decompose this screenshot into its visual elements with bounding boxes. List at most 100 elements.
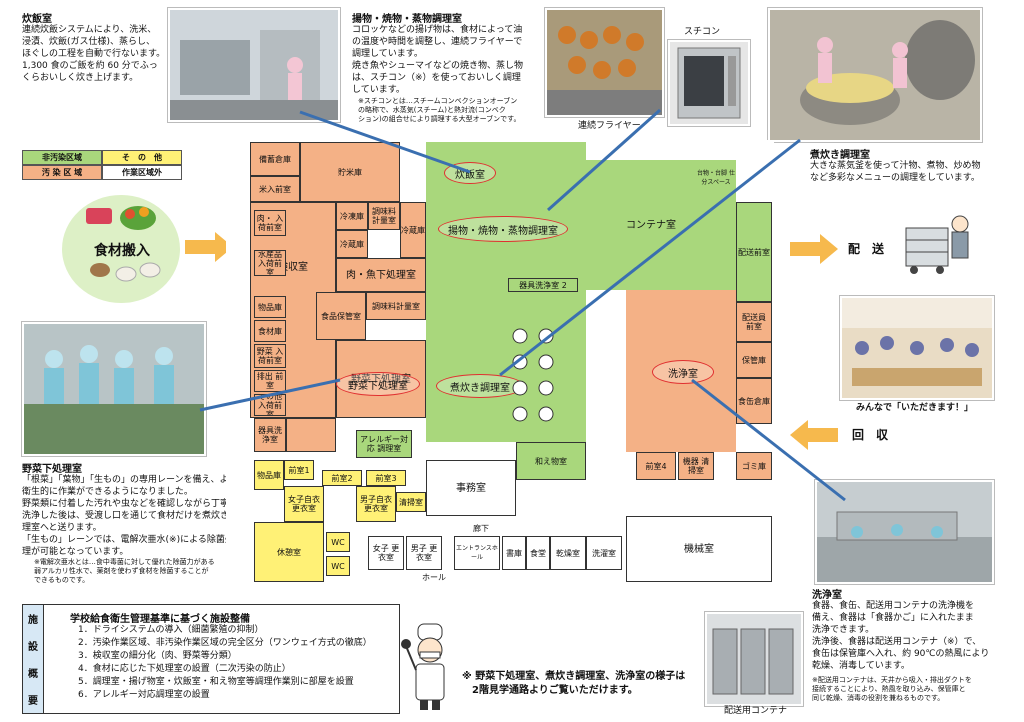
container-caption: 配送用コンテナ [724,706,788,716]
facility-item-4: 4．食材に応じた下処理室の設置（二次汚染の防止） [78,664,291,674]
room-seiso: 清掃室 [396,492,426,512]
room-chozo: 貯米庫 [300,142,400,202]
room-niku: 肉・魚下処理室 [336,258,426,292]
room-wc1: WC [326,532,350,552]
wash-description: 食器、食缶、配送用コンテナの洗浄機を 備え、食器は「食器かご」に入れたまま 洗浄… [812,601,990,671]
room-nitaki [426,272,586,442]
room-kansou: 乾燥室 [550,536,586,570]
room-mono1: 物品庫 [254,296,286,318]
fryer-photo [545,8,664,117]
food-in-label: 食材搬入 [94,243,150,259]
room-kome: 米入前室 [250,176,300,202]
room-reizo2: 冷蔵庫 [400,202,426,258]
students-photo [840,296,994,400]
room-haiso: 配送前室 [736,202,772,302]
room-kyoshu [286,418,336,452]
boil-photo [768,8,982,142]
room-hozai: 調味料計量室 [366,292,426,320]
room-yasaiiri: 野菜 入荷前室 [254,344,286,368]
veg-note: ※電解次亜水とは…食中毒菌に対して優れた除菌力がある 弱アルカリ性水で、薬剤を使… [34,558,215,584]
room-zenshitsu2: 前室2 [322,470,362,486]
facility-title: 学校給食衛生管理基準に基づく施設整備 [70,614,250,625]
room-kyukei: 休憩室 [254,522,324,582]
ellipse-yasai: 野菜下処理室 [336,372,420,396]
room-hokan: 保管庫 [736,342,772,378]
facility-item-5: 5．調理室・揚げ物室・炊飯室・和え物室等調理作業別に部屋を設置 [78,677,354,687]
legend-non-contaminated: 非汚染区域 [22,150,102,165]
room-sento: 洗濯室 [586,536,622,570]
room-bichiku: 備蓄倉庫 [250,142,300,176]
food-icon [78,200,168,290]
room-hall: ホール [416,570,452,584]
room-kikaih: 機器 清掃室 [678,452,714,480]
delivery-arrow [790,234,840,268]
room-kikai: 機械室 [626,516,772,582]
wash-photo [815,480,994,584]
facility-item-2: 2．汚染作業区域、非汚染作業区域の完全区分（ワンウェイ方式の徹底） [78,638,372,648]
fry-description: コロッケなどの揚げ物は、食材によって油 の温度や時間を調整し、連続フライヤーで … [352,25,524,95]
room-shokuzai: 食材庫 [254,320,286,342]
ellipse-agemono: 揚物・焼物・蒸物調理室 [438,216,568,242]
room-reizo: 冷蔵庫 [336,230,368,258]
ellipse-nitaki: 煮炊き調理室 [436,374,524,398]
rice-title: 炊飯室 [22,14,52,25]
room-shokudo: 食堂 [526,536,550,570]
room-chomi: 調味料 計量室 [368,202,400,230]
facility-item-3: 3．検収室の細分化（肉、野菜等分類） [78,651,237,661]
room-tenpo: 台物・台脚 仕分スペース [696,166,736,190]
room-jimu: 事務室 [426,460,516,516]
veg-description: 「根菜」「葉物」「生もの」の専用レーンを備え、より 衛生的に作業ができるようにな… [22,475,239,557]
room-ehv: エントランスホール [454,536,500,570]
fry-note: ※スチコンとは…スチームコンベクションオーブン の略称で、水蒸気(スチーム)と熱… [358,97,521,123]
rice-photo [168,8,340,122]
room-haishutsu: 排出 前室 [254,370,286,392]
food-in-arrow [185,232,235,266]
collection-arrow [790,420,840,454]
room-wc2: WC [326,556,350,576]
wash-title: 洗浄室 [812,590,842,601]
room-aemono: 和え物室 [516,442,586,480]
delivery-cart-icon [896,210,976,280]
legend-outside: 作業区域外 [102,165,182,180]
boil-description: 大きな蒸気釜を使って汁物、煮物、炒め物 など多彩なメニューの調理をしています。 [810,161,981,183]
room-alle: アレルギー対応 調理室 [356,430,412,458]
legend-other: そ の 他 [102,150,182,165]
veg-title: 野菜下処理室 [22,464,82,475]
room-onna: 女子自衣 更衣室 [284,486,324,522]
stecon-photo [668,40,750,126]
room-shoko: 書庫 [502,536,526,570]
visit-note: ※ 野菜下処理室、煮炊き調理室、洗浄室の様子は 2階見学通路よりご覧いただけます… [462,671,686,696]
room-zenshitsu4: 前室4 [636,452,676,480]
chef-illustration [398,622,458,712]
facility-side: 施 設 概 要 [22,604,44,714]
food-in-circle [62,195,180,303]
floor-plan: 備蓄倉庫 貯米庫 米入前室 検収室 肉・ 入荷前室 水産品 入荷前室 物品庫 食… [226,140,774,588]
kettle-icons [512,328,554,422]
room-kiguse: 器具洗浄室 [254,418,286,452]
room-nikuiri: 肉・ 入荷前室 [254,210,286,236]
fryer-caption: 連続フライヤー [578,121,641,131]
room-suisan: 水産品 入荷前室 [254,250,286,276]
room-haisozen: 配送員 前室 [736,302,772,342]
facility-item-6: 6．アレルギー対応調理室の設置 [78,690,210,700]
wash-note: ※配送用コンテナは、天井から吸入・排出ダクトを 接続することにより、熱風を取り込… [812,676,972,702]
delivery-label: 配 送 [848,242,885,256]
ellipse-senjo: 洗浄室 [652,360,714,384]
boil-title: 煮炊き調理室 [810,150,870,161]
room-kiguse2: 器具洗浄室 2 [508,278,578,292]
legend-contaminated: 汚 染 区 域 [22,165,102,180]
rice-description: 連続炊飯システムにより、洗米、 浸漬、炊飯(ガス仕様)、蒸らし、 ほぐしの工程を… [22,25,166,83]
label-container-room: コンテナ室 [626,220,676,231]
room-shokuhin: 食品保管室 [316,292,366,340]
room-shokan: 食缶倉庫 [736,378,772,424]
room-mono2: 物品庫 [254,460,284,490]
room-reito: 冷凍庫 [336,202,368,230]
container-photo [705,612,803,706]
stecon-caption: スチコン [684,27,721,37]
room-gomi: ゴミ庫 [736,452,772,480]
collection-label: 回 収 [852,428,889,442]
room-otoko: 男子自衣 更衣室 [356,486,396,522]
room-zenshitsu3: 前室3 [366,470,406,486]
veg-photo [22,322,206,456]
